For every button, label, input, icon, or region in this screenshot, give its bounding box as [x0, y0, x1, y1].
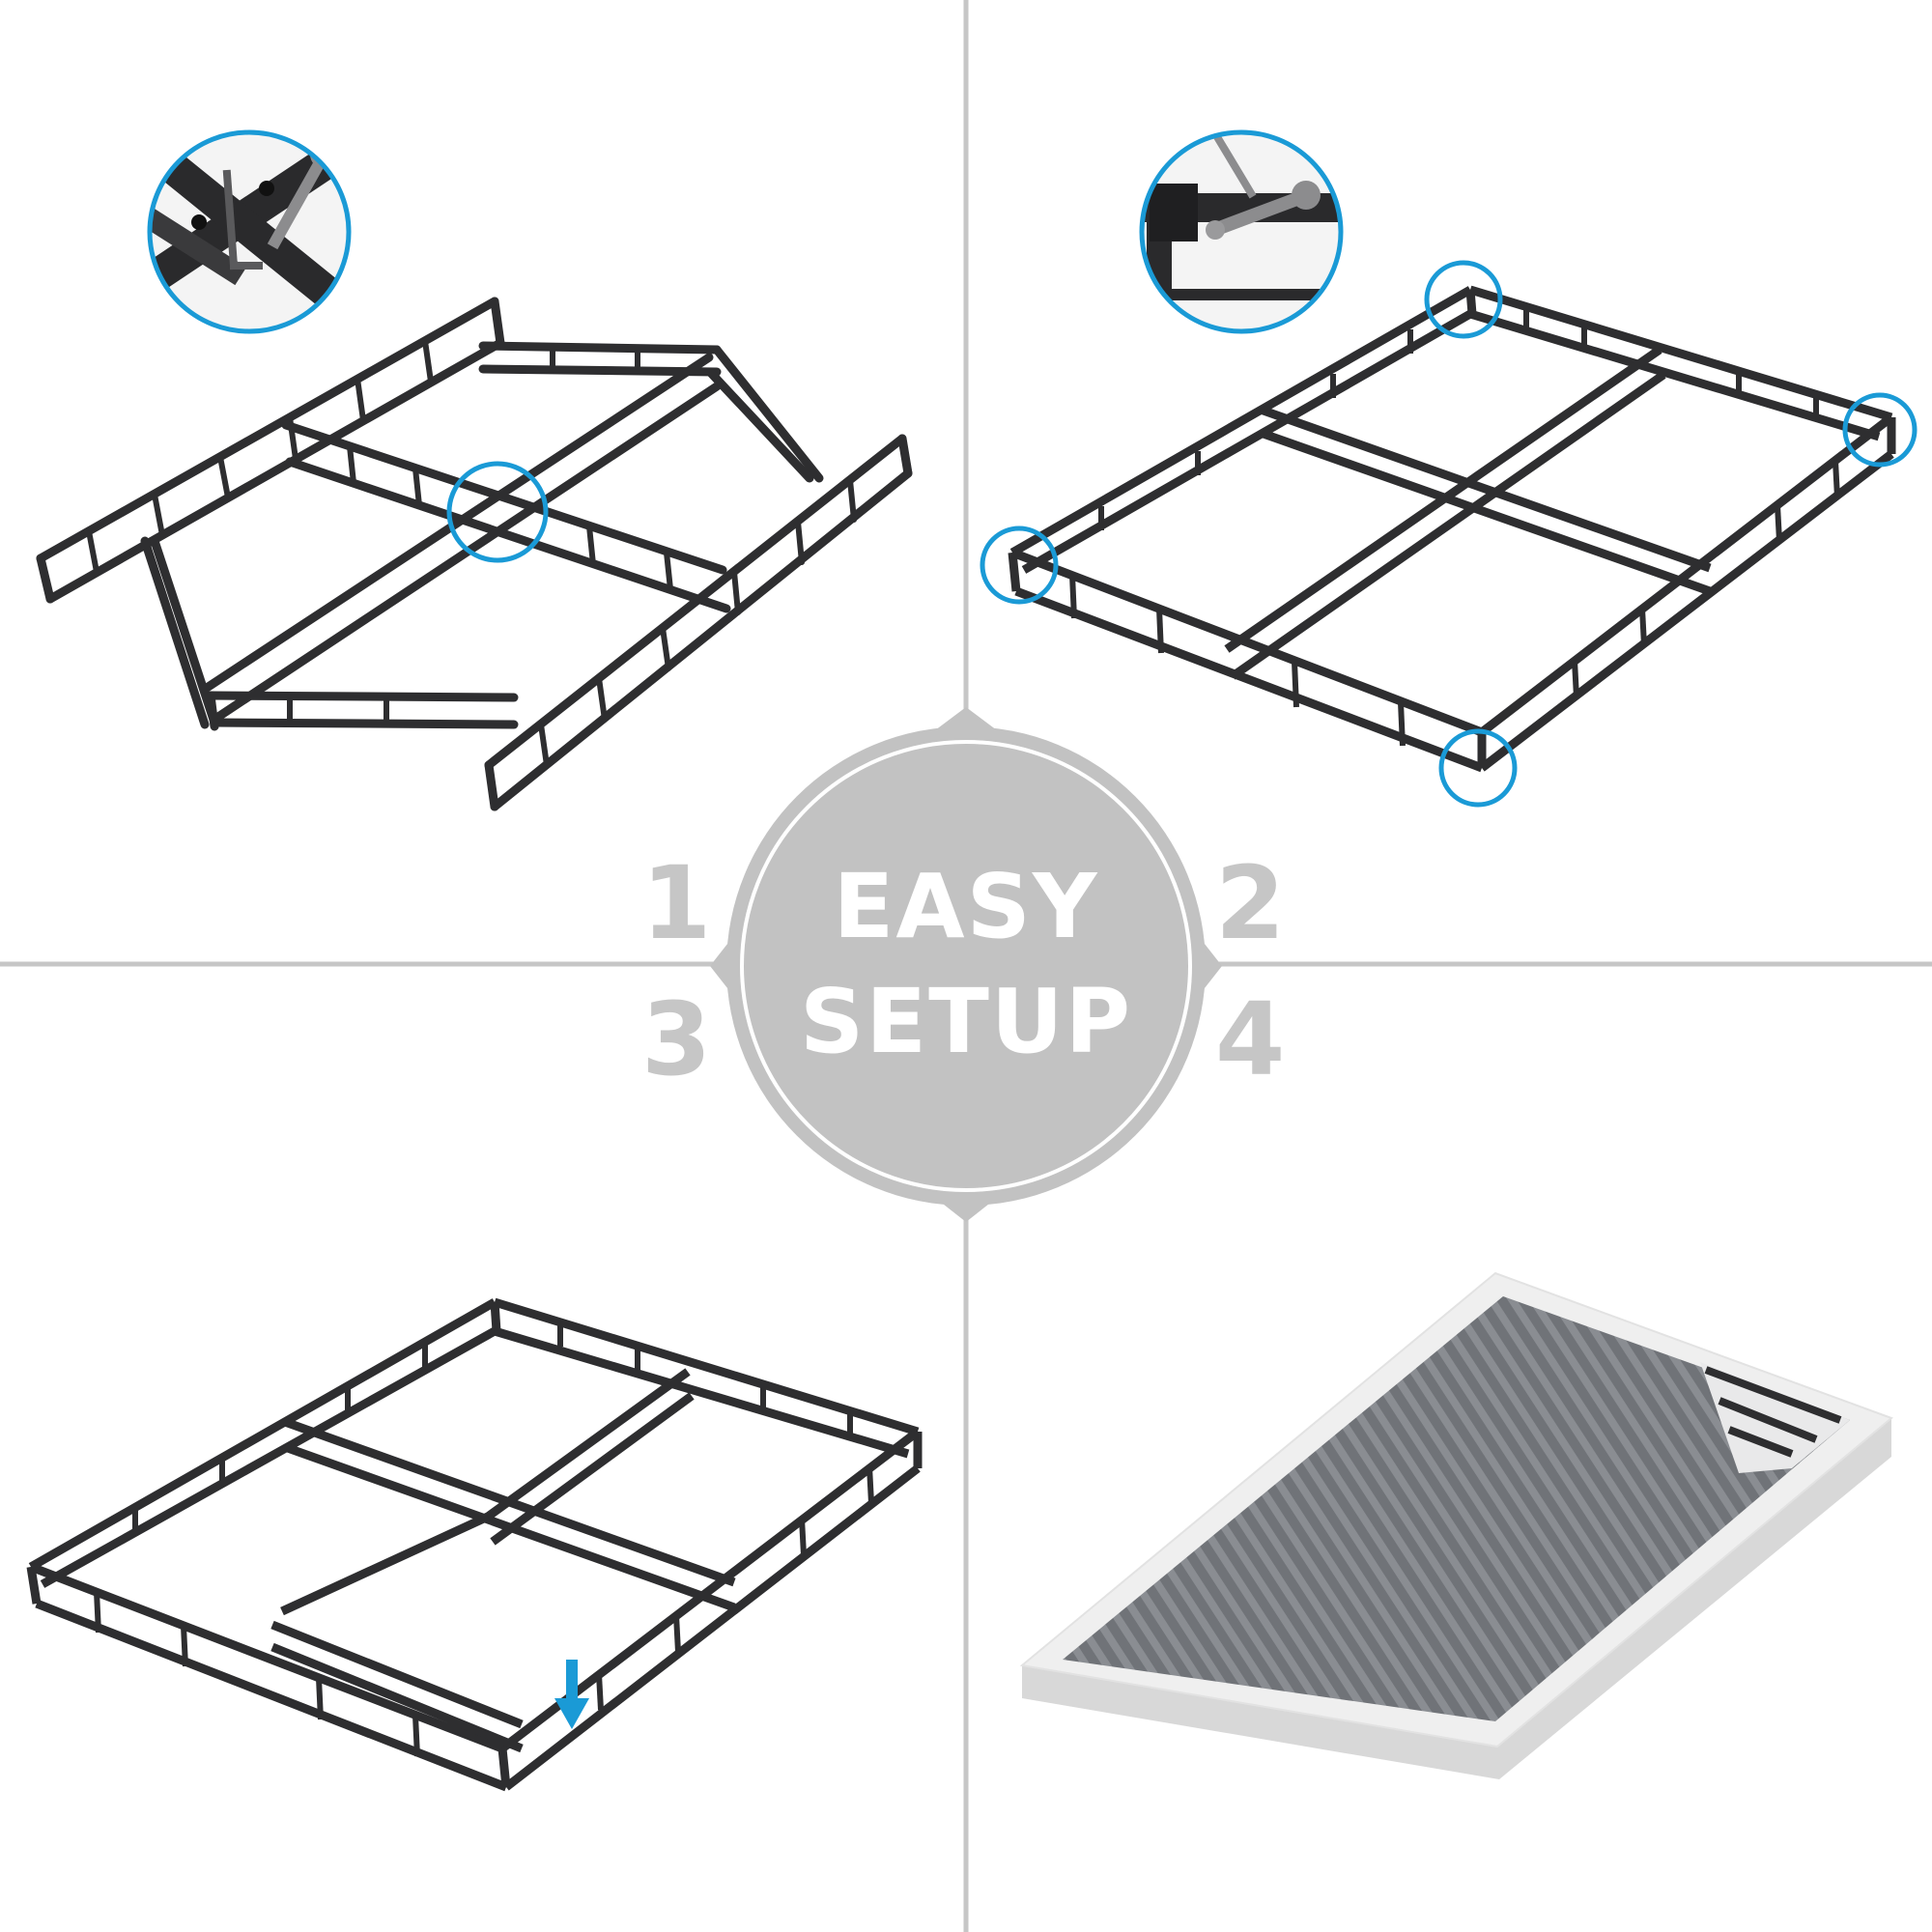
step-number-4: 4 — [1215, 980, 1286, 1098]
step-number-3: 3 — [641, 980, 712, 1098]
step2-assembled-frame — [1008, 285, 1896, 773]
step2-corner-highlights — [980, 260, 1918, 808]
down-arrow-icon — [554, 1660, 589, 1729]
step-number-2: 2 — [1215, 844, 1286, 962]
step2-wrench-callout — [1139, 129, 1344, 334]
exposed-frame-rails — [1700, 1362, 1850, 1473]
step3-frame — [26, 1297, 923, 1792]
step-number-1: 1 — [641, 844, 712, 962]
badge-title-line2: SETUP — [800, 970, 1132, 1073]
badge-title-line1: EASY — [833, 855, 1099, 958]
easy-setup-badge — [710, 707, 1222, 1222]
step4-covered-foundation — [1019, 1271, 1893, 1779]
step1-wrench-callout — [147, 129, 352, 334]
step1-frame-parts — [36, 297, 913, 811]
step1-joint-highlight — [446, 461, 549, 563]
